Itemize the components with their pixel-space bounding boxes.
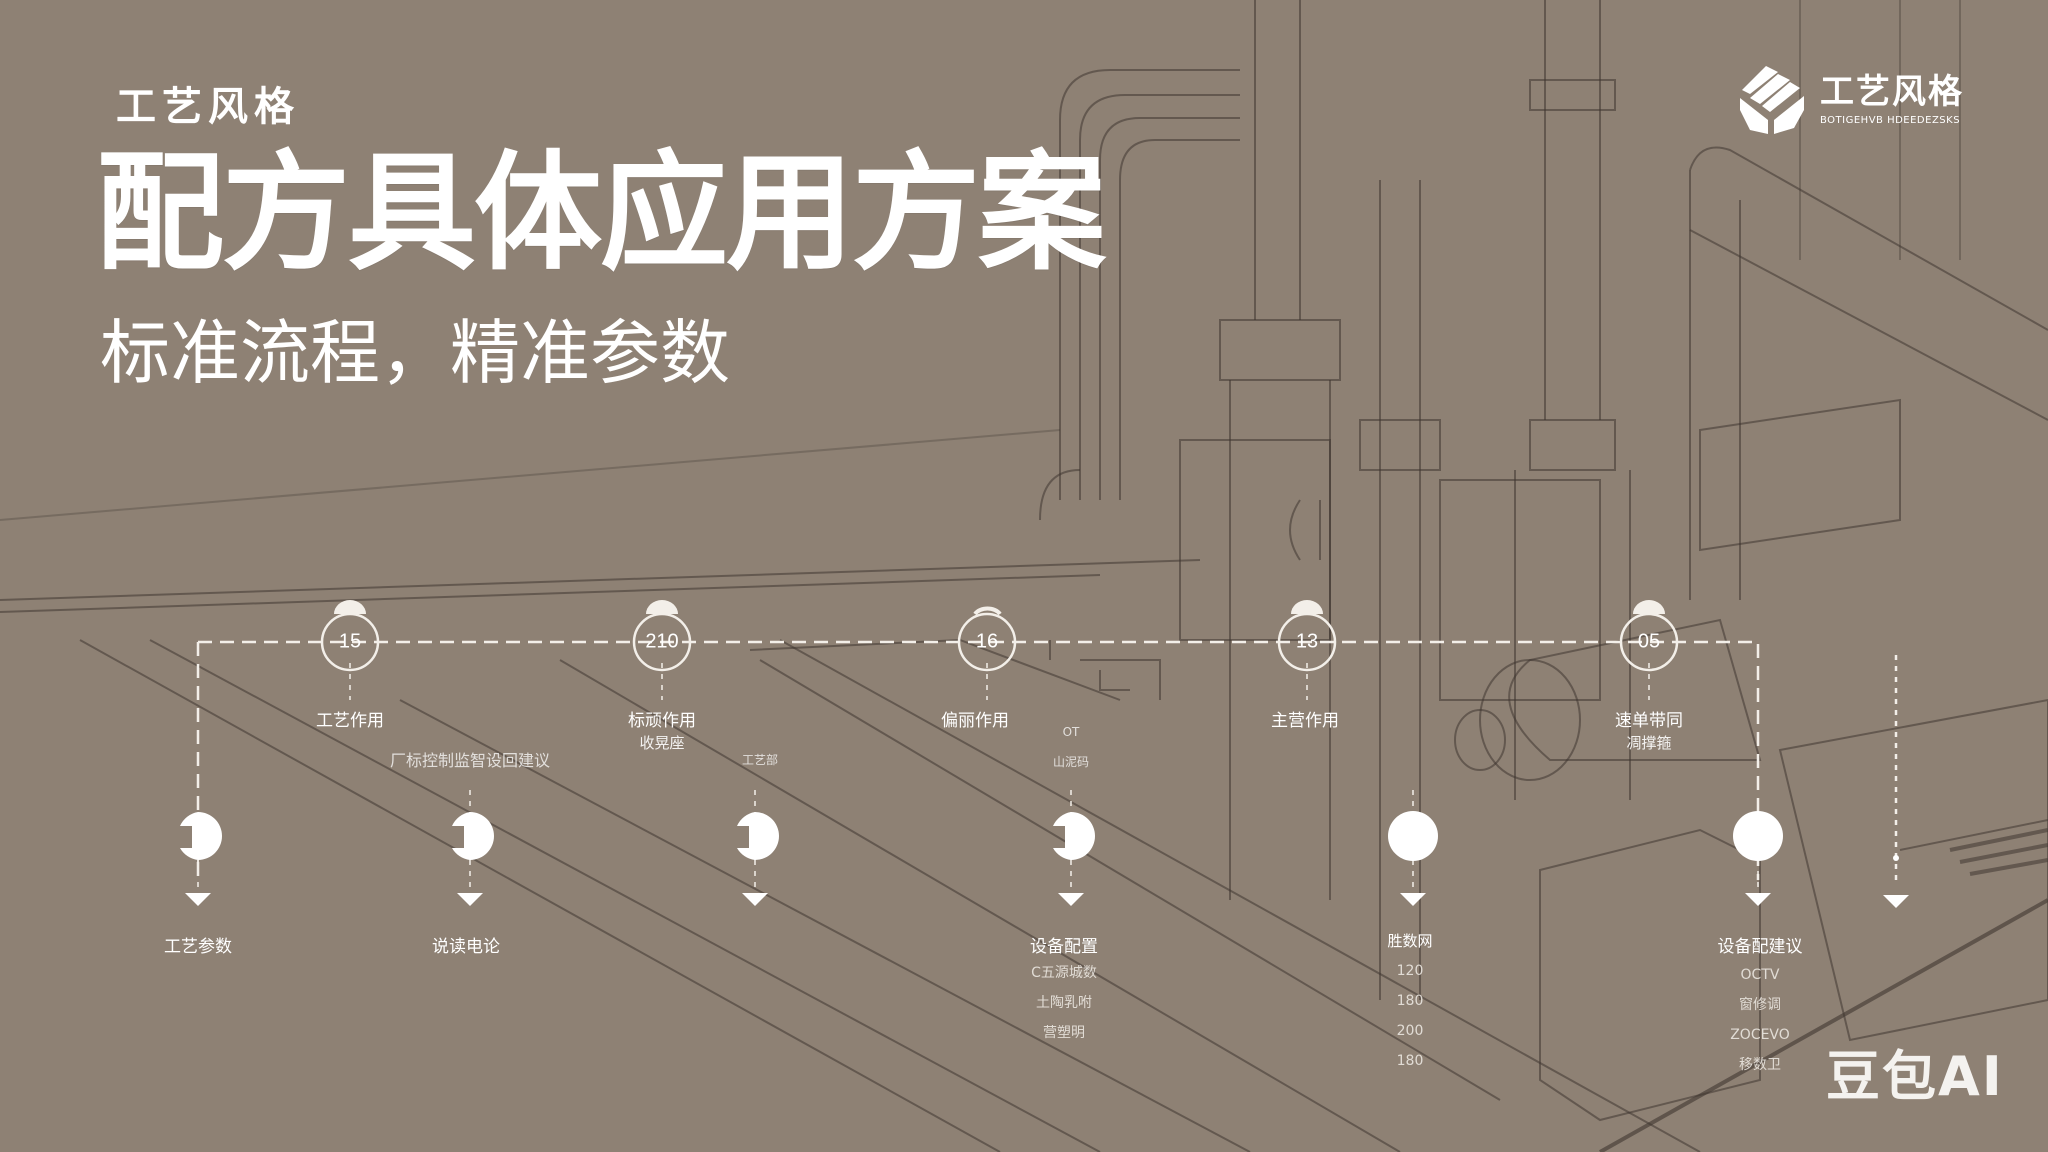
bottom-node-list: C五源城数 土陶乳咐 营塑明 xyxy=(1031,958,1097,1048)
node-label-text: 偏丽作用 xyxy=(941,711,1009,731)
node-value: 13 xyxy=(1295,630,1319,653)
bottom-node-label: 工艺参数 xyxy=(164,937,232,957)
list-item: 土陶乳咐 xyxy=(1036,995,1092,1011)
down-arrows xyxy=(185,855,1909,908)
mid-label: 厂标控制监智设回建议 xyxy=(389,751,551,770)
bottom-node-label: 设备配置 xyxy=(1030,937,1098,957)
top-nodes xyxy=(320,600,1679,672)
mid-label: 山泥码 xyxy=(1052,755,1090,769)
node-label: 偏丽作用 xyxy=(941,710,1009,733)
list-item: 200 xyxy=(1396,1023,1424,1039)
list-item: C五源城数 xyxy=(1031,965,1097,981)
node-value: 210 xyxy=(645,630,679,653)
logo-tagline: BOTIGEHVB HDEEDEZSKS xyxy=(1820,114,1961,126)
list-item: OCTV xyxy=(1740,967,1780,983)
bottom-node-label: 胜数网 xyxy=(1387,932,1433,950)
page-subtitle: 标准流程，精准参数 xyxy=(100,312,730,394)
mid-label: 工艺部 xyxy=(741,753,779,767)
brand-logo: 工艺风格 BOTIGEHVB HDEEDEZSKS xyxy=(1738,64,1964,136)
list-item: ZOCEVO xyxy=(1730,1027,1790,1043)
page-title: 配方具体应用方案 xyxy=(96,139,1106,288)
list-item: 180 xyxy=(1396,1053,1424,1069)
list-item: 180 xyxy=(1396,993,1424,1009)
node-value: 16 xyxy=(975,630,999,653)
node-value: 15 xyxy=(338,630,362,653)
brand-label: 工艺风格 xyxy=(116,84,300,130)
node-label: 速单带同 凋撑箍 xyxy=(1615,710,1683,753)
node-label-text: 主营作用 xyxy=(1271,711,1339,731)
node-sublabel: 凋撑箍 xyxy=(1626,733,1672,752)
node-label: 标顽作用 收晃座 xyxy=(628,710,696,753)
list-item: 120 xyxy=(1396,963,1424,979)
list-item: 窗修调 xyxy=(1739,997,1781,1013)
stacked-layers-icon xyxy=(1740,66,1804,134)
bottom-node-list: OCTV 窗修调 ZOCEVO 移数卫 xyxy=(1730,960,1790,1080)
node-label-text: 工艺作用 xyxy=(316,711,384,731)
ai-watermark: 豆包AI xyxy=(1826,1045,2004,1108)
node-label-text: 标顽作用 xyxy=(628,711,696,731)
node-label: 主营作用 xyxy=(1271,710,1339,733)
bottom-nodes xyxy=(180,811,1783,861)
list-item: 移数卫 xyxy=(1739,1057,1781,1073)
node-value: 05 xyxy=(1637,630,1661,653)
node-label-text: 速单带同 xyxy=(1615,711,1683,731)
logo-title: 工艺风格 xyxy=(1820,71,1964,112)
bottom-node-list: 120 180 200 180 xyxy=(1397,956,1424,1076)
list-item: 营塑明 xyxy=(1043,1025,1085,1041)
bottom-node-label: 设备配建议 xyxy=(1717,937,1803,957)
node-label: 工艺作用 xyxy=(316,710,384,733)
node-sublabel: 收晃座 xyxy=(639,733,685,752)
bottom-node-label: 说读电论 xyxy=(432,937,500,957)
mid-label: OT xyxy=(1062,725,1080,739)
